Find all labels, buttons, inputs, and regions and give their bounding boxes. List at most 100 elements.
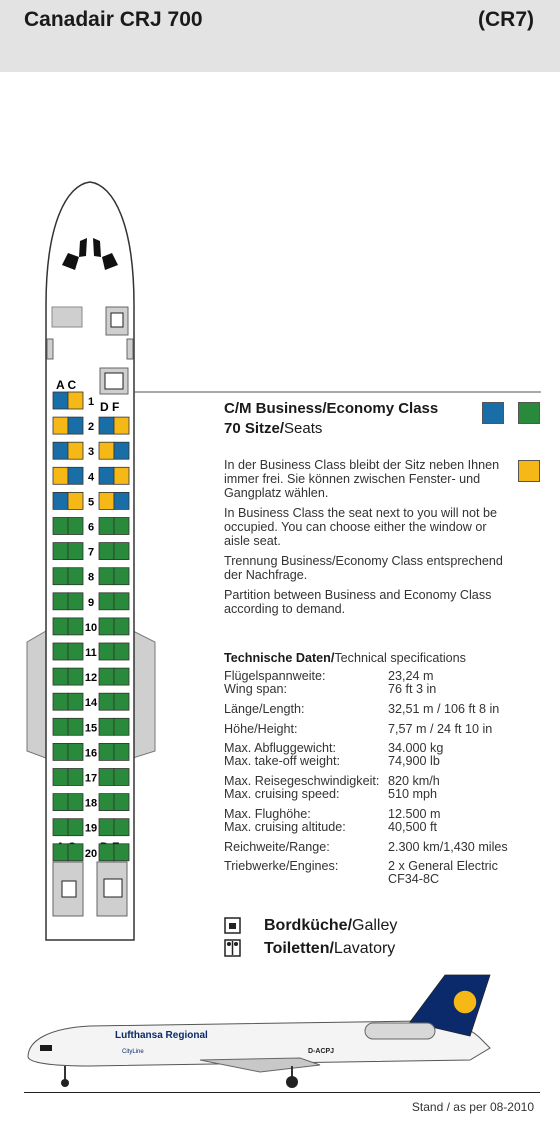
seat-9D[interactable] [98, 592, 115, 611]
seat-16C[interactable] [67, 743, 84, 761]
seat-15D[interactable] [98, 717, 115, 736]
seat-7D[interactable] [98, 542, 115, 560]
seat-4D[interactable] [98, 466, 115, 485]
seat-10C[interactable] [67, 617, 84, 636]
seat-18A[interactable] [52, 793, 69, 811]
footer-divider [24, 1092, 540, 1093]
seat-17C[interactable] [67, 768, 84, 786]
seat-8C[interactable] [67, 567, 84, 586]
seat-18F[interactable] [113, 793, 130, 811]
seat-3D[interactable] [98, 441, 115, 460]
seat-6C[interactable] [67, 517, 84, 535]
row-number: 12 [85, 672, 97, 684]
swatch-business-window [482, 402, 504, 424]
seat-9F[interactable] [113, 592, 130, 611]
seat-4A[interactable] [52, 466, 69, 485]
seat-2D[interactable] [98, 416, 115, 435]
seat-12F[interactable] [113, 667, 130, 686]
seat-3F[interactable] [113, 441, 130, 460]
seat-19F[interactable] [113, 818, 130, 837]
legend-galley-rest: Galley [352, 917, 398, 934]
seat-16F[interactable] [113, 743, 130, 761]
seat-11D[interactable] [98, 642, 115, 661]
seat-20C[interactable] [67, 843, 84, 862]
seats-count-bold: 70 Sitze/ [224, 420, 285, 437]
seat-12C[interactable] [67, 667, 84, 686]
seat-3A[interactable] [52, 441, 69, 460]
seat-9A[interactable] [52, 592, 69, 611]
seat-19D[interactable] [98, 818, 115, 837]
seat-7C[interactable] [67, 542, 84, 560]
spec-label: Triebwerke/Engines: [224, 859, 339, 873]
seat-5F[interactable] [113, 491, 130, 510]
seat-7F[interactable] [113, 542, 130, 560]
seat-5C[interactable] [67, 491, 84, 510]
row-number: 8 [88, 572, 94, 584]
seat-10D[interactable] [98, 617, 115, 636]
seat-20A[interactable] [52, 843, 69, 862]
seat-11A[interactable] [52, 642, 69, 661]
seat-6A[interactable] [52, 517, 69, 535]
seat-5D[interactable] [98, 491, 115, 510]
seat-17D[interactable] [98, 768, 115, 786]
seat-15F[interactable] [113, 717, 130, 736]
seat-20F[interactable] [113, 843, 130, 862]
seat-14D[interactable] [98, 692, 115, 711]
seat-14F[interactable] [113, 692, 130, 711]
seat-11C[interactable] [67, 642, 84, 661]
seat-3C[interactable] [67, 441, 84, 460]
seat-12A[interactable] [52, 667, 69, 686]
spec-value: 820 km/h 510 mph [388, 774, 440, 801]
seat-8F[interactable] [113, 567, 130, 586]
header-bar: Canadair CRJ 700 (CR7) [0, 0, 560, 72]
seat-17F[interactable] [113, 768, 130, 786]
seat-4F[interactable] [113, 466, 130, 485]
seat-20D[interactable] [98, 843, 115, 862]
seat-19A[interactable] [52, 818, 69, 837]
seat-6F[interactable] [113, 517, 130, 535]
seat-8D[interactable] [98, 567, 115, 586]
seat-2A[interactable] [52, 416, 69, 435]
livery-text: Lufthansa Regional [115, 1030, 208, 1041]
spec-value: 12.500 m 40,500 ft [388, 807, 441, 834]
seat-1C[interactable] [67, 391, 84, 410]
seat-15C[interactable] [67, 717, 84, 736]
seat-16A[interactable] [52, 743, 69, 761]
seat-10F[interactable] [113, 617, 130, 636]
specs-heading-rest: Technical specifications [334, 651, 466, 665]
cityline-text: CityLine [122, 1049, 144, 1055]
seat-12D[interactable] [98, 667, 115, 686]
seat-15A[interactable] [52, 717, 69, 736]
seat-2F[interactable] [113, 416, 130, 435]
seat-14A[interactable] [52, 692, 69, 711]
seat-5A[interactable] [52, 491, 69, 510]
right-wing [132, 630, 156, 759]
seat-7A[interactable] [52, 542, 69, 560]
registration-text: D-ACPJ [308, 1048, 334, 1055]
seat-9C[interactable] [67, 592, 84, 611]
row-number: 20 [85, 848, 97, 860]
row-number: 17 [85, 773, 97, 785]
spec-label: Flügelspannweite: Wing span: [224, 669, 326, 696]
seat-18D[interactable] [98, 793, 115, 811]
note-en-business: In Business Class the seat next to you w… [224, 506, 498, 548]
seat-6D[interactable] [98, 517, 115, 535]
seat-2C[interactable] [67, 416, 84, 435]
seat-18C[interactable] [67, 793, 84, 811]
specs-heading-bold: Technische Daten/ [224, 651, 335, 665]
seat-14C[interactable] [67, 692, 84, 711]
seat-4C[interactable] [67, 466, 84, 485]
seat-17A[interactable] [52, 768, 69, 786]
seat-19C[interactable] [67, 818, 84, 837]
spec-value: 7,57 m / 24 ft 10 in [388, 722, 493, 736]
seat-11F[interactable] [113, 642, 130, 661]
seat-1A[interactable] [52, 391, 69, 410]
seat-8A[interactable] [52, 567, 69, 586]
specs-heading: Technische Daten/Technical specification… [224, 651, 466, 665]
seat-16D[interactable] [98, 743, 115, 761]
spec-value: 34.000 kg 74,900 lb [388, 741, 444, 768]
seat-10A[interactable] [52, 617, 69, 636]
spec-label: Länge/Length: [224, 702, 305, 716]
